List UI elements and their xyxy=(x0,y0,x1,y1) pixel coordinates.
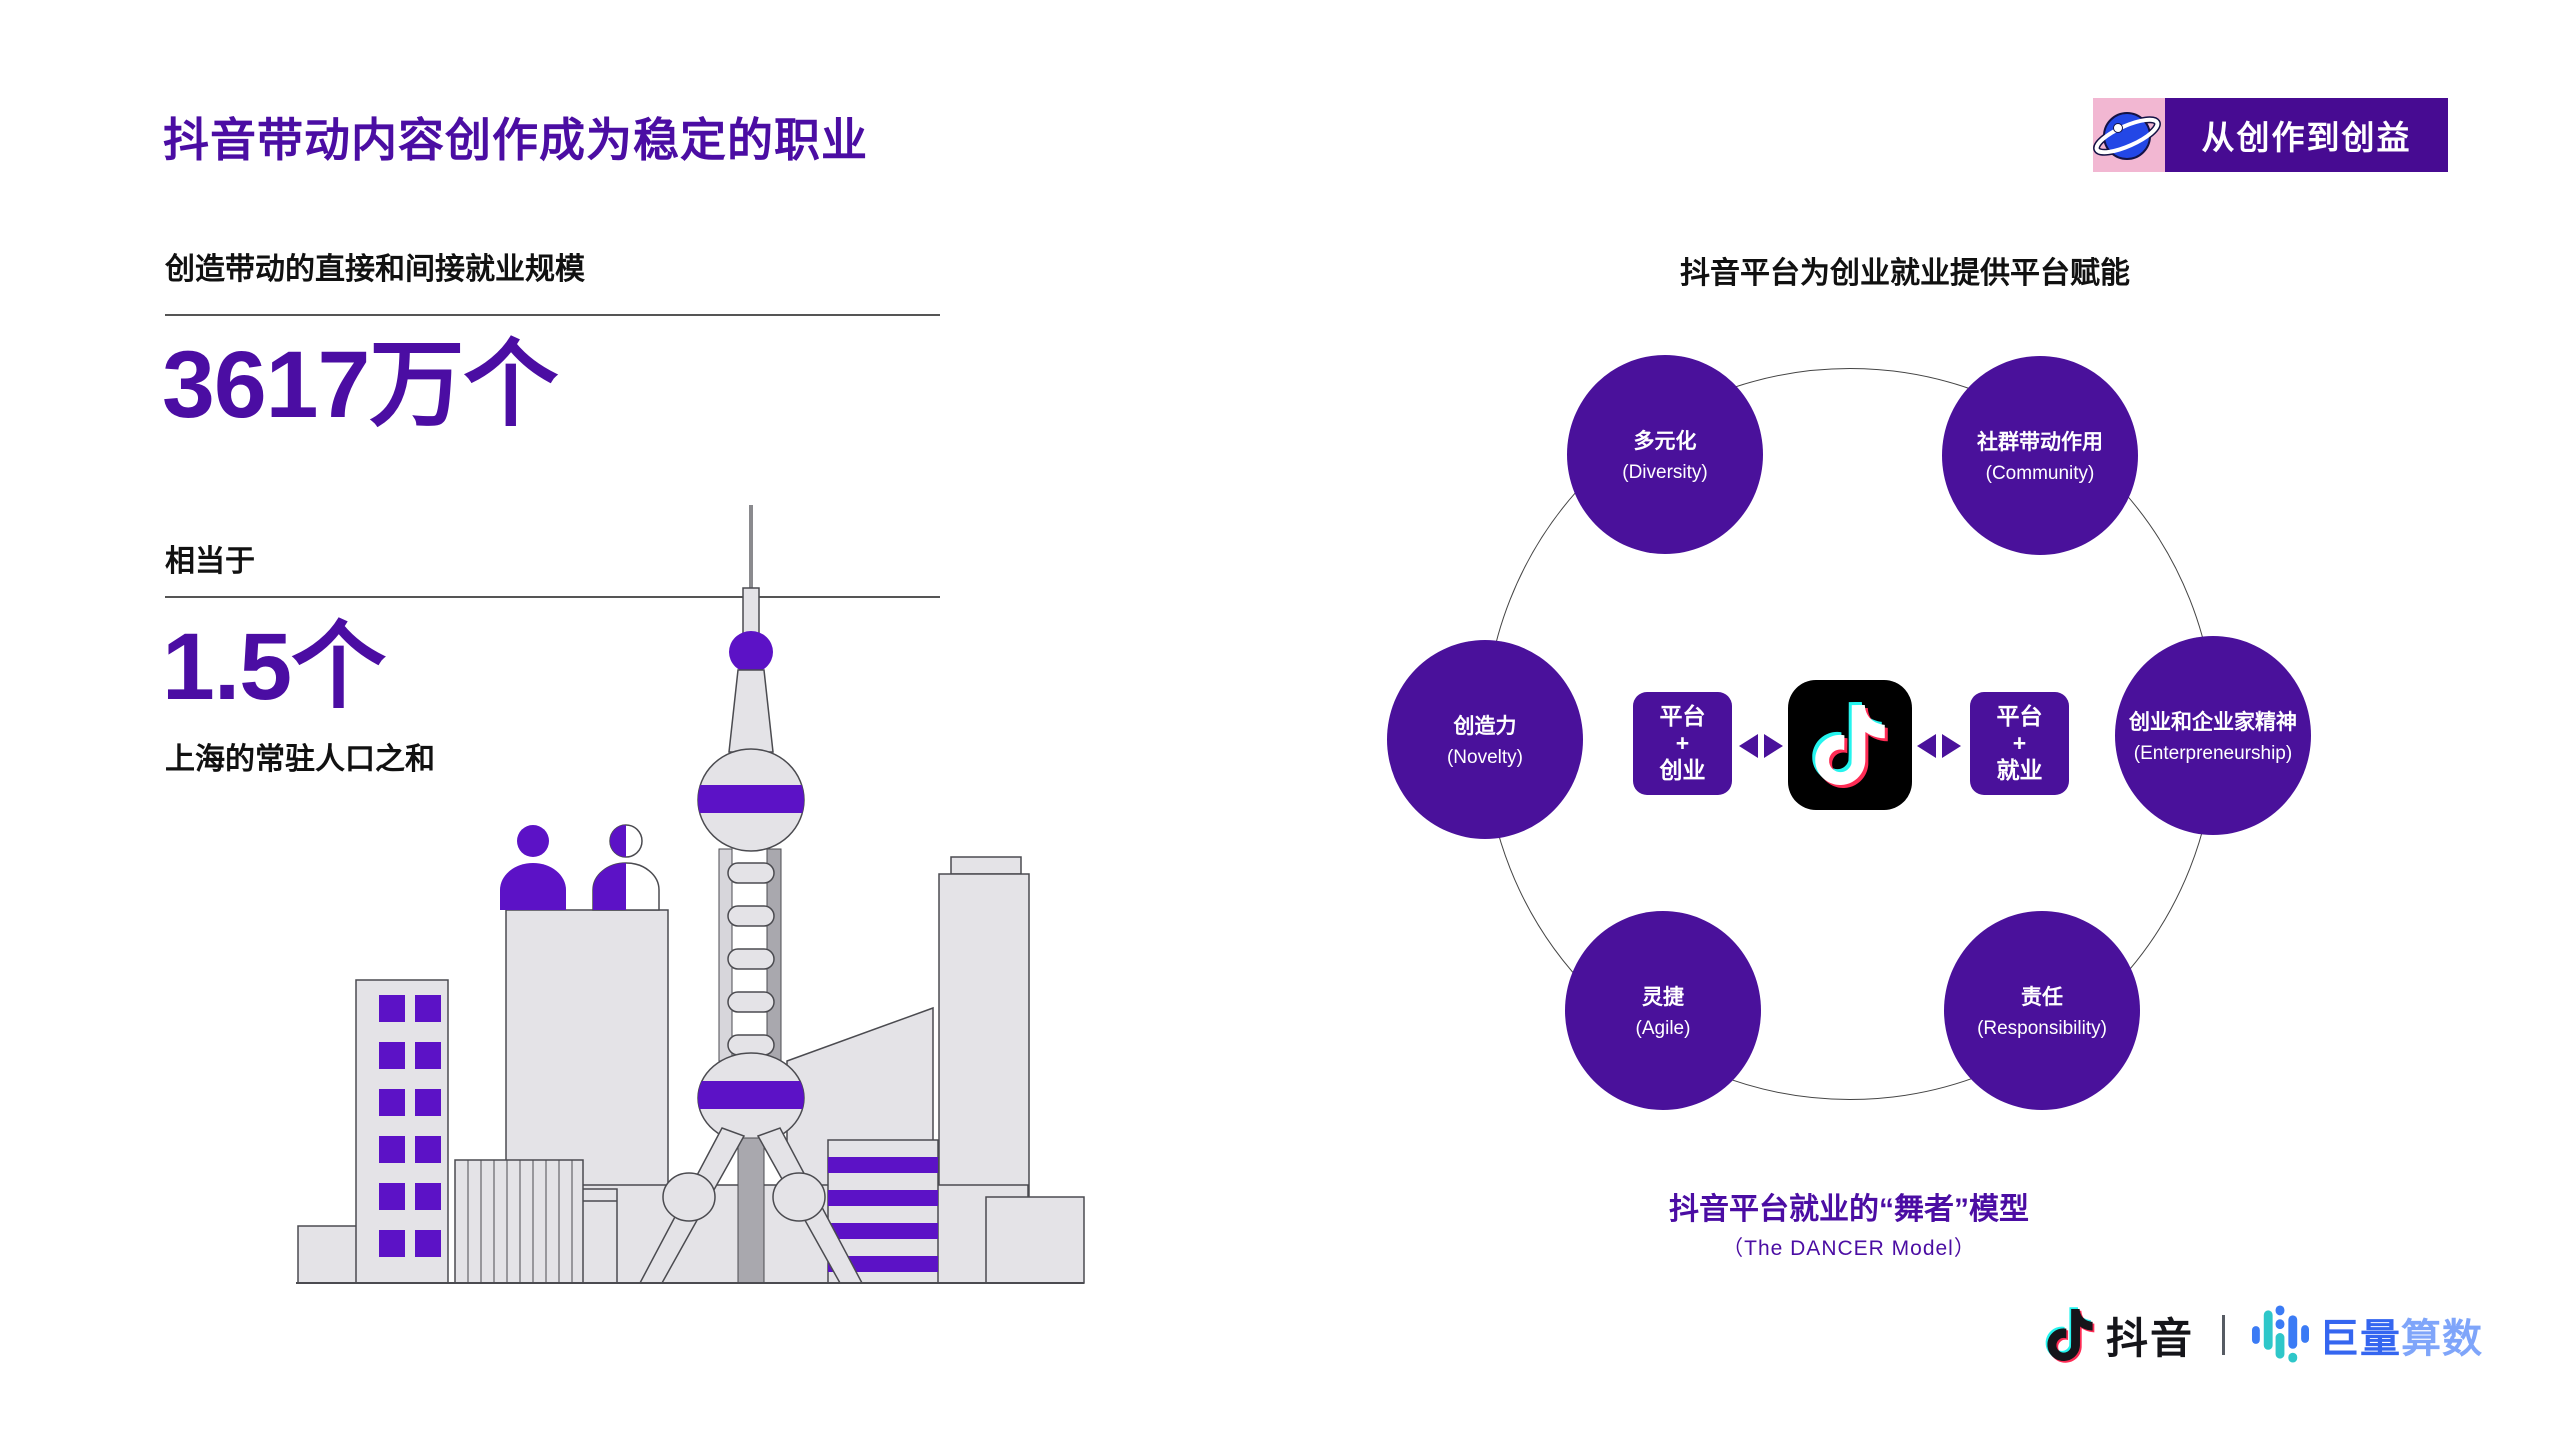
node-agile: 灵捷 (Agile) xyxy=(1565,911,1761,1110)
diagram-title: 抖音平台为创业就业提供平台赋能 xyxy=(1680,257,2130,290)
node-diversity-en: (Diversity) xyxy=(1622,462,1708,483)
node-diversity: 多元化 (Diversity) xyxy=(1567,355,1763,554)
node-enterpreneurship-zh: 创业和企业家精神 xyxy=(2129,711,2297,734)
node-community-en: (Community) xyxy=(1985,463,2095,484)
node-community: 社群带动作用 (Community) xyxy=(1942,356,2138,555)
metric2-rule xyxy=(165,596,940,598)
campaign-badge: 从创作到创益 xyxy=(2093,98,2448,172)
building-striped-vertical xyxy=(454,1159,584,1284)
metric1-rule xyxy=(165,314,940,316)
platform-startup-line2: + xyxy=(1675,729,1690,756)
platform-employment-box: 平台 + 就业 xyxy=(1970,692,2069,795)
metric1-label: 创造带动的直接和间接就业规模 xyxy=(165,253,585,286)
double-arrow-icon-right xyxy=(1917,734,1961,758)
planet-icon-box xyxy=(2093,98,2165,172)
douyin-wordmark: 抖音 xyxy=(2106,1314,2195,1362)
person-icon-solid xyxy=(500,825,566,910)
oriental-pearl-tower xyxy=(638,505,864,1284)
platform-startup-line3: 创业 xyxy=(1659,757,1706,784)
diagram-caption: 抖音平台就业的“舞者”模型 xyxy=(1669,1193,2029,1226)
shanghai-skyline-illustration xyxy=(296,505,1085,1284)
node-enterpreneurship-en: (Enterpreneurship) xyxy=(2133,743,2293,764)
tower-rungs xyxy=(727,862,775,1056)
node-agile-en: (Agile) xyxy=(1635,1018,1691,1039)
badge-label-box: 从创作到创益 xyxy=(2165,98,2448,172)
person-icon-half xyxy=(592,824,660,911)
tiktok-logo-tile xyxy=(1788,680,1912,810)
node-novelty-en: (Novelty) xyxy=(1446,747,1523,768)
suanshu-text: 算数 xyxy=(2401,1317,2484,1361)
building-small-left xyxy=(297,1225,359,1284)
page-title: 抖音带动内容创作成为稳定的职业 xyxy=(163,114,868,166)
planet-icon xyxy=(2093,112,2161,160)
tower-top-sphere xyxy=(729,631,773,673)
building-windows xyxy=(355,979,449,1284)
node-enterpreneurship: 创业和企业家精神 (Enterpreneurship) xyxy=(2115,636,2311,835)
metric2-label: 相当于 xyxy=(165,545,255,578)
juliang-text: 巨量 xyxy=(2319,1317,2402,1361)
metric2-sublabel: 上海的常驻人口之和 xyxy=(165,743,435,776)
metric2-value: 1.5个 xyxy=(162,614,386,720)
tiktok-logo-icon xyxy=(1812,702,1888,789)
building-small-right xyxy=(985,1196,1085,1284)
double-arrow-icon-left xyxy=(1739,734,1783,758)
tiktok-icon xyxy=(2045,1307,2095,1363)
metric1-value: 3617万个 xyxy=(162,332,558,438)
node-responsibility: 责任 (Responsibility) xyxy=(1944,911,2140,1110)
node-responsibility-en: (Responsibility) xyxy=(1977,1018,2107,1039)
juliang-suanshu-wordmark: 巨量算数 xyxy=(2319,1306,2483,1364)
juliang-suanshu-icon xyxy=(2251,1305,2310,1363)
footer-brands: 抖音 巨量算数 xyxy=(2044,1300,2483,1370)
node-responsibility-zh: 责任 xyxy=(2021,986,2063,1009)
node-novelty-zh: 创造力 xyxy=(1453,715,1517,738)
node-diversity-zh: 多元化 xyxy=(1633,430,1697,453)
platform-employment-line2: + xyxy=(2012,729,2027,756)
platform-startup-line1: 平台 xyxy=(1659,702,1706,729)
footer-divider xyxy=(2222,1315,2226,1355)
diagram-caption-en: （The DANCER Model） xyxy=(1722,1237,1976,1260)
badge-label: 从创作到创益 xyxy=(2201,119,2412,156)
node-agile-zh: 灵捷 xyxy=(1642,986,1684,1009)
node-novelty: 创造力 (Novelty) xyxy=(1387,640,1583,839)
node-community-zh: 社群带动作用 xyxy=(1977,431,2103,454)
platform-employment-line3: 就业 xyxy=(1996,757,2043,784)
platform-employment-line1: 平台 xyxy=(1996,702,2043,729)
platform-startup-box: 平台 + 创业 xyxy=(1633,692,1732,795)
